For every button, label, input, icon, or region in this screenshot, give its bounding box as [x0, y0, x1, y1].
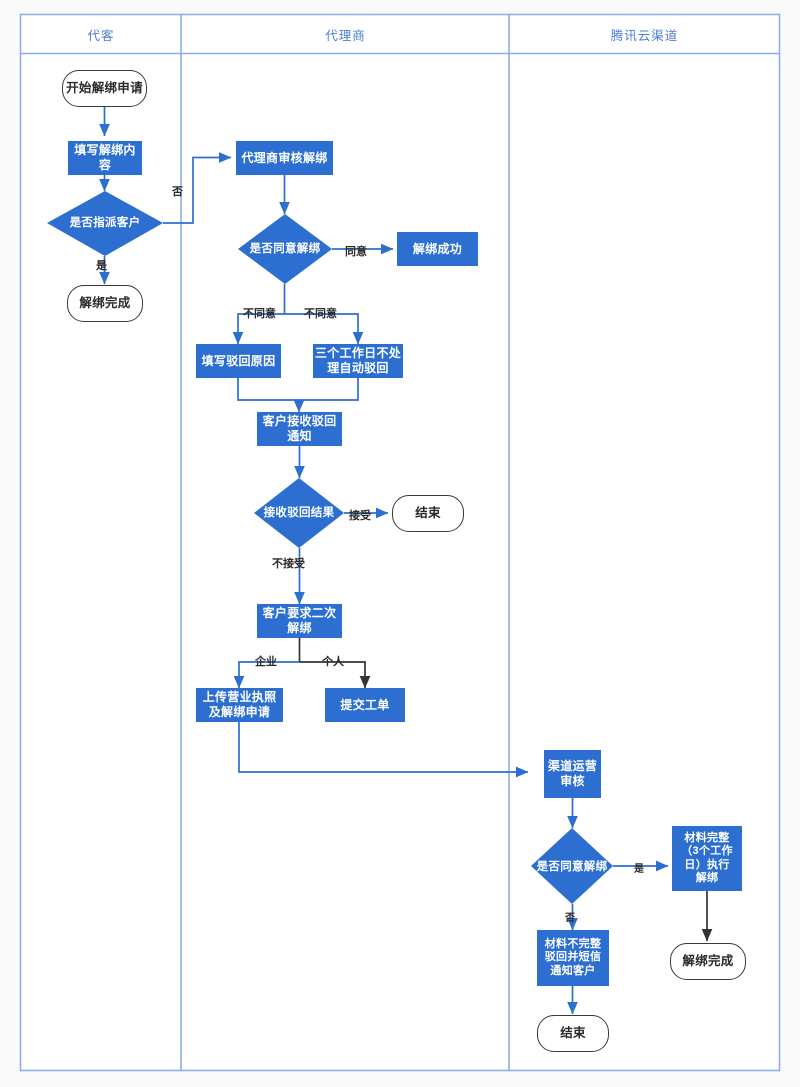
node-channel-review-line2: 审核: [560, 774, 585, 788]
node-end-1[interactable]: 结束: [392, 495, 464, 532]
edge-label-result-accept-text: 接受: [349, 510, 371, 522]
lane-title-tencent: 腾讯云渠道: [510, 15, 779, 53]
node-channel-review-line1: 渠道运营: [547, 759, 598, 774]
edge-label-assign-yes-text: 是: [96, 260, 107, 272]
edge-label-agree-no-right: 不同意: [304, 305, 337, 321]
edge-label-branch-company-text: 企业: [255, 656, 277, 668]
edge-branch-person: [299, 661, 371, 689]
node-unbind-done-1-label: 解绑完成: [79, 295, 131, 310]
edge-agree-no-left: [232, 313, 285, 345]
edge-label-result-reject: 不接受: [272, 555, 305, 571]
node-material-bad-line1: 材料不完整: [544, 937, 602, 950]
node-material-ok[interactable]: 材料完整 （3个工作 日）执行 解绑: [672, 826, 742, 891]
node-unbind-done-2-label: 解绑完成: [682, 953, 734, 968]
edge-label-branch-company: 企业: [255, 653, 277, 669]
edge-label-assign-no-text: 否: [172, 186, 183, 198]
node-fill-content-line1: 填写解绑内: [74, 143, 136, 158]
node-unbind-done-2[interactable]: 解绑完成: [670, 943, 746, 980]
node-fill-content-line2: 容: [98, 158, 112, 172]
node-material-ok-line4: 解绑: [695, 871, 719, 884]
node-channel-review[interactable]: 渠道运营 审核: [544, 750, 601, 798]
node-unbind-done-1[interactable]: 解绑完成: [67, 285, 143, 322]
decision-agree-unbind: [238, 214, 332, 284]
lane-title-customer-label: 代客: [87, 28, 115, 43]
node-end-2-label: 结束: [560, 1025, 586, 1040]
lane-title-agent-label: 代理商: [325, 28, 366, 43]
decision-receive-result: [254, 478, 344, 548]
edge-branch-company: [233, 661, 300, 689]
edge-auto-reject-to-receive: [299, 378, 359, 401]
edge-label-result-accept: 接受: [349, 507, 371, 523]
node-auto-reject-3days[interactable]: 三个工作日不处 理自动驳回: [313, 344, 403, 378]
node-second-request[interactable]: 客户要求二次 解绑: [257, 604, 342, 638]
edge-reject-reason-to-receive: [237, 378, 305, 413]
node-auto-reject-3days-line1: 三个工作日不处: [314, 346, 402, 361]
diagram-frame: [19, 13, 781, 1072]
edge-label-agree-no-left-text: 不同意: [243, 308, 276, 320]
edge-upload-to-channel: [238, 722, 529, 778]
edge-label-channel-yes-text: 是: [634, 864, 644, 875]
node-upload-license-line2: 及解绑申请: [208, 705, 271, 719]
node-end-2[interactable]: 结束: [537, 1015, 609, 1052]
node-fill-reject-reason[interactable]: 填写驳回原因: [196, 344, 281, 378]
node-material-ok-line2: （3个工作: [681, 845, 733, 858]
edge-label-result-reject-text: 不接受: [272, 558, 305, 570]
edge-label-channel-no: 否: [565, 909, 575, 924]
edge-agree-no-right: [284, 313, 364, 345]
decision-assign-customer: [47, 191, 163, 256]
edge-label-assign-no: 否: [172, 183, 183, 199]
node-submit-ticket-label: 提交工单: [340, 697, 390, 712]
node-end-1-label: 结束: [415, 505, 441, 520]
edge-label-agree-yes: 同意: [345, 243, 367, 259]
node-customer-receive-line2: 通知: [287, 429, 312, 443]
edge-assign-no-to-agent-review: [163, 152, 232, 224]
edge-label-agree-yes-text: 同意: [345, 246, 367, 258]
node-material-bad-line3: 通知客户: [550, 964, 596, 977]
node-agent-review-label: 代理商审核解绑: [241, 150, 328, 165]
edge-label-channel-yes: 是: [634, 860, 644, 875]
lane-title-agent: 代理商: [182, 15, 509, 53]
edge-label-branch-person-text: 个人: [322, 656, 344, 668]
edge-label-branch-person: 个人: [322, 653, 344, 669]
node-upload-license-line1: 上传营业执照: [202, 690, 277, 705]
node-start-apply-label: 开始解绑申请: [66, 80, 143, 95]
lane-title-tencent-label: 腾讯云渠道: [610, 28, 679, 43]
node-upload-license[interactable]: 上传营业执照 及解绑申请: [196, 688, 283, 722]
node-material-bad-line2: 驳回并短信: [544, 951, 602, 964]
node-material-ok-line1: 材料完整: [684, 831, 730, 844]
node-material-ok-line3: 日）执行: [684, 858, 730, 871]
edge-label-agree-no-left: 不同意: [243, 305, 276, 321]
edge-label-channel-no-text: 否: [565, 913, 575, 924]
node-second-request-line1: 客户要求二次: [262, 606, 337, 621]
node-submit-ticket[interactable]: 提交工单: [325, 688, 405, 722]
edge-label-agree-no-right-text: 不同意: [304, 308, 337, 320]
node-auto-reject-3days-line2: 理自动驳回: [327, 361, 389, 375]
node-start-apply[interactable]: 开始解绑申请: [62, 70, 147, 107]
node-fill-reject-reason-label: 填写驳回原因: [201, 353, 276, 368]
node-fill-content[interactable]: 填写解绑内 容: [68, 141, 142, 175]
node-material-bad[interactable]: 材料不完整 驳回并短信 通知客户: [537, 930, 609, 986]
node-unbind-success[interactable]: 解绑成功: [397, 232, 478, 266]
node-unbind-success-label: 解绑成功: [412, 241, 463, 256]
edge-label-assign-yes: 是: [96, 257, 107, 273]
node-customer-receive-line1: 客户接收驳回: [262, 414, 337, 429]
lane-title-customer: 代客: [21, 15, 181, 53]
node-agent-review[interactable]: 代理商审核解绑: [236, 141, 333, 175]
node-customer-receive[interactable]: 客户接收驳回 通知: [257, 412, 342, 446]
node-second-request-line2: 解绑: [287, 621, 312, 635]
decision-agree-unbind-2: [531, 828, 613, 904]
